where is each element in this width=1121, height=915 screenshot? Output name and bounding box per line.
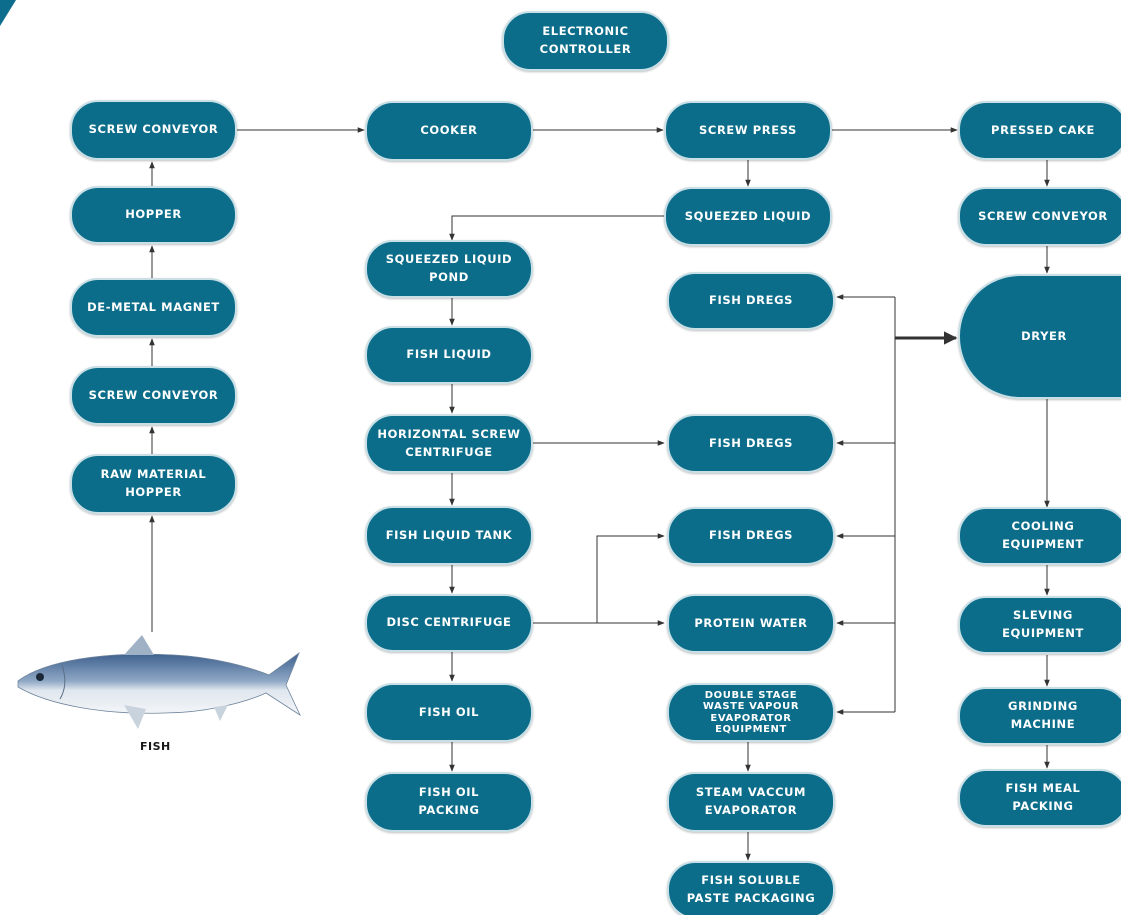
arrow-disc-to-dregs: [596, 533, 665, 623]
node-fish-liquid-tank: FISH LIQUID TANK: [365, 506, 533, 565]
node-cooling-equipment: COOLING EQUIPMENT: [958, 507, 1121, 565]
node-de-metal-magnet: DE-METAL MAGNET: [70, 278, 237, 337]
node-fish-dregs-3: FISH DREGS: [667, 507, 835, 565]
fish-image-icon: [17, 635, 301, 729]
node-cooker: COOKER: [365, 101, 533, 161]
node-fish-oil-packing: FISH OIL PACKING: [365, 772, 533, 832]
node-hopper: HOPPER: [70, 186, 237, 244]
node-squeezed-liquid: SQUEEZED LIQUID: [664, 187, 832, 246]
node-sleving-equipment: SLEVING EQUIPMENT: [958, 596, 1121, 654]
node-double-stage-evaporator: DOUBLE STAGE WASTE VAPOUR EVAPORATOR EQU…: [667, 683, 835, 742]
node-squeezed-liquid-pond: SQUEEZED LIQUID POND: [365, 240, 533, 298]
node-grinding-machine: GRINDING MACHINE: [958, 687, 1121, 745]
node-fish-liquid: FISH LIQUID: [365, 326, 533, 384]
fish-label: FISH: [140, 740, 171, 753]
node-steam-vaccum-evaporator: STEAM VACCUM EVAPORATOR: [667, 772, 835, 832]
node-electronic-controller: ELECTRONIC CONTROLLER: [502, 11, 669, 71]
node-fish-soluble-paste: FISH SOLUBLE PASTE PACKAGING: [667, 861, 835, 915]
arrow-squeezed-to-pond: [449, 215, 664, 241]
node-fish-oil: FISH OIL: [365, 683, 533, 742]
node-pressed-cake: PRESSED CAKE: [958, 101, 1121, 160]
node-screw-press: SCREW PRESS: [664, 101, 832, 160]
node-raw-material-hopper: RAW MATERIAL HOPPER: [70, 454, 237, 514]
node-screw-conveyor-right: SCREW CONVEYOR: [958, 187, 1121, 246]
node-disc-centrifuge: DISC CENTRIFUGE: [365, 594, 533, 652]
node-fish-dregs-1: FISH DREGS: [667, 272, 835, 330]
node-fish-dregs-2: FISH DREGS: [667, 414, 835, 473]
node-fish-meal-packing: FISH MEAL PACKING: [958, 769, 1121, 827]
node-dryer: DRYER: [958, 274, 1121, 399]
corner-accent-icon: [0, 0, 16, 26]
node-horizontal-screw-centrifuge: HORIZONTAL SCREW CENTRIFUGE: [365, 414, 533, 473]
node-screw-conveyor-low: SCREW CONVEYOR: [70, 366, 237, 425]
node-screw-conveyor-top: SCREW CONVEYOR: [70, 100, 237, 160]
node-protein-water: PROTEIN WATER: [667, 594, 835, 653]
